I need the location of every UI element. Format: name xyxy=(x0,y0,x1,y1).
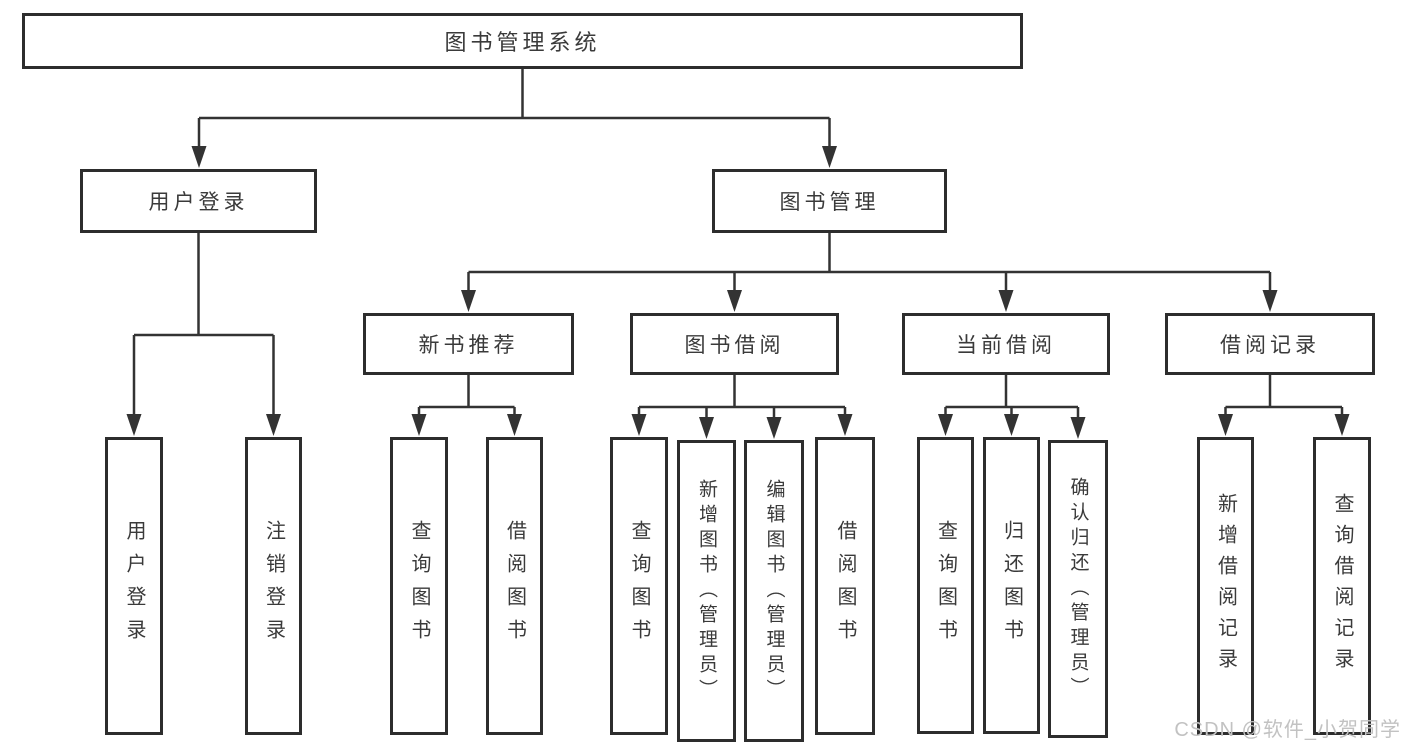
node-label: 查询图书 xyxy=(408,520,430,652)
node-newbook-borrow-books: 借阅图书 xyxy=(486,437,543,735)
arrowhead xyxy=(411,414,427,436)
node-borrow-query-books: 查询图书 xyxy=(610,437,668,735)
node-book-management: 图书管理 xyxy=(712,169,947,233)
node-borrow-add-books-admin: 新增图书（管理员） xyxy=(677,440,736,742)
node-borrow-edit-books-admin: 编辑图书（管理员） xyxy=(744,440,804,742)
node-current-return-books: 归还图书 xyxy=(983,437,1040,734)
node-records-add-record: 新增借阅记录 xyxy=(1197,437,1254,735)
node-label: 归还图书 xyxy=(1000,519,1023,652)
node-label: 借阅图书 xyxy=(503,520,526,652)
node-borrowing-records: 借阅记录 xyxy=(1165,313,1375,375)
node-current-borrowing: 当前借阅 xyxy=(902,313,1110,375)
arrowhead xyxy=(1262,290,1278,312)
node-label: 新增图书（管理员） xyxy=(696,478,717,704)
arrowhead xyxy=(461,290,476,312)
arrowhead xyxy=(998,290,1014,312)
arrowhead xyxy=(727,290,742,312)
arrowhead xyxy=(938,414,953,436)
arrowhead xyxy=(126,414,142,436)
arrowhead xyxy=(1070,417,1086,439)
arrowhead xyxy=(822,146,837,168)
node-user-login: 用户登录 xyxy=(105,437,163,735)
node-library-management-system: 图书管理系统 xyxy=(22,13,1023,69)
arrowhead xyxy=(631,414,647,436)
connector-path xyxy=(132,69,1344,421)
node-label: 借阅图书 xyxy=(834,520,856,652)
node-borrow-borrow-books: 借阅图书 xyxy=(815,437,875,735)
arrowhead xyxy=(1334,414,1350,436)
node-label: 用户登录 xyxy=(123,520,145,652)
node-label: 编辑图书（管理员） xyxy=(763,478,785,704)
node-logout-login: 注销登录 xyxy=(245,437,302,735)
node-current-query-books: 查询图书 xyxy=(917,437,974,734)
node-book-borrowing: 图书借阅 xyxy=(630,313,839,375)
arrowhead xyxy=(266,414,281,436)
arrowhead xyxy=(699,417,714,439)
node-records-query-record: 查询借阅记录 xyxy=(1313,437,1371,735)
arrowhead xyxy=(837,414,853,436)
node-label: 查询图书 xyxy=(628,520,650,652)
node-new-book-recommendation: 新书推荐 xyxy=(363,313,574,375)
arrowhead xyxy=(1004,414,1019,436)
node-user-login-group: 用户登录 xyxy=(80,169,317,233)
node-label: 确认归还（管理员） xyxy=(1067,476,1089,702)
arrowhead xyxy=(507,414,522,436)
arrowhead xyxy=(1218,414,1233,436)
arrowhead xyxy=(191,146,207,168)
node-label: 查询借阅记录 xyxy=(1331,493,1353,679)
csdn-watermark: CSDN @软件_小贺同学 xyxy=(1174,719,1401,741)
node-label: 查询图书 xyxy=(934,519,957,652)
node-current-confirm-return-admin: 确认归还（管理员） xyxy=(1048,440,1108,738)
node-label: 新增借阅记录 xyxy=(1214,493,1237,679)
node-label: 注销登录 xyxy=(262,520,285,652)
arrowheads xyxy=(126,146,1350,439)
node-newbook-query-books: 查询图书 xyxy=(390,437,448,735)
arrowhead xyxy=(766,417,782,439)
